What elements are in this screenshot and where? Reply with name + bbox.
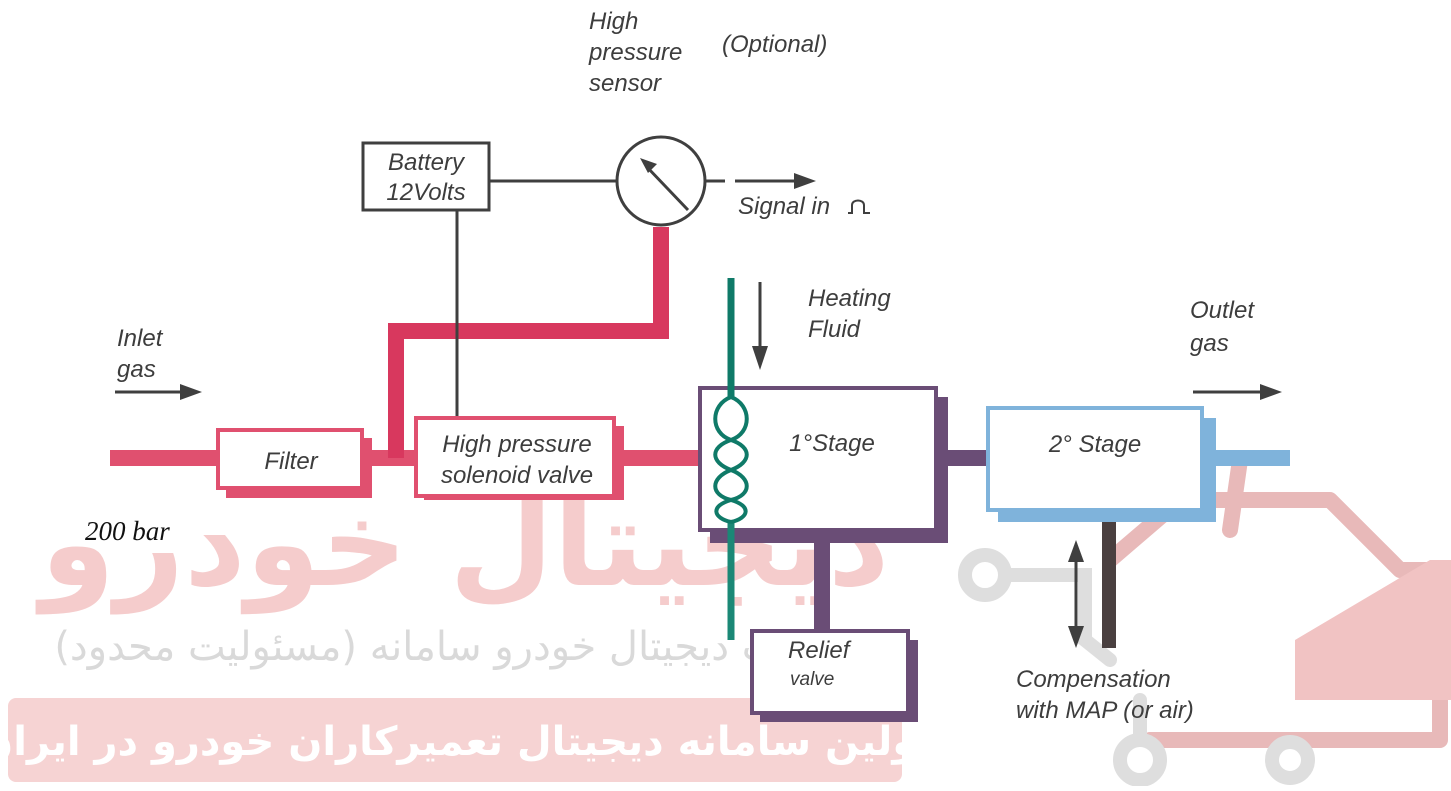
battery-label-line1: Battery [388,149,466,176]
sensor-label-line2: pressure [588,39,682,66]
watermark-tagline: اولین سامانه دیجیتال تعمیرکاران خودرو در… [0,719,931,765]
outlet-gas-label: Outlet gas [1190,297,1255,357]
solenoid-label-line2: solenoid valve [441,462,593,489]
heating-fluid-label: Heating Fluid [808,285,891,343]
outlet-arrow [1193,384,1282,400]
sensor-label: High pressure sensor [588,8,682,97]
signal-in-label: Signal in [738,193,830,220]
stage2-label: 2° Stage [1048,431,1141,458]
sensor-label-line1: High [589,8,638,35]
relief-label-line2: valve [790,669,834,690]
stage1-label: 1°Stage [789,430,875,457]
filter-label: Filter [264,448,318,475]
inlet-label-line1: Inlet [117,325,164,352]
relief-valve-box: Relief valve [750,629,918,722]
battery-label-line2: 12Volts [386,179,465,206]
watermark-car-shape [1295,560,1451,700]
watermark-circuit [958,548,1315,787]
pulse-icon [848,199,870,214]
battery-box: Battery 12Volts [361,141,491,212]
inlet-arrow [115,384,202,400]
outlet-label-line1: Outlet [1190,297,1255,324]
watermark: دیجیتال خودرو شرکت دیجیتال خودرو سامانه … [0,452,1451,787]
optional-label: (Optional) [722,31,827,58]
relief-label-line1: Relief [788,637,852,664]
gauge-icon [615,135,707,227]
watermark-company-line: شرکت دیجیتال خودرو سامانه (مسئولیت محدود… [54,624,855,670]
inlet-gas-label: Inlet gas [117,325,164,383]
compensation-label-line2: with MAP (or air) [1016,697,1194,724]
watermark-banner [8,698,902,782]
stage1-connections [814,450,990,640]
heating-fluid-arrow [752,282,768,370]
coil-icon [713,278,749,640]
stage2-box: 2° Stage [986,406,1216,522]
stage1-box: 1°Stage [698,386,948,543]
sensor-label-line3: sensor [589,70,662,97]
electrical-wires [455,179,617,418]
sensor-pressure-line [388,227,669,458]
heating-label-line1: Heating [808,285,891,312]
heating-label-line2: Fluid [808,316,861,343]
solenoid-valve-box: High pressure solenoid valve [414,416,624,500]
pressure-value-label: 200 bar [85,516,170,546]
compensation-label-line1: Compensation [1016,666,1171,693]
signal-arrow [705,173,816,189]
compensation-label: Compensation with MAP (or air) [1016,666,1194,724]
compensation-arrow [1068,540,1084,648]
solenoid-label-line1: High pressure [442,431,591,458]
filter-box: Filter [216,428,372,498]
outlet-label-line2: gas [1190,330,1229,357]
inlet-label-line2: gas [117,356,156,383]
